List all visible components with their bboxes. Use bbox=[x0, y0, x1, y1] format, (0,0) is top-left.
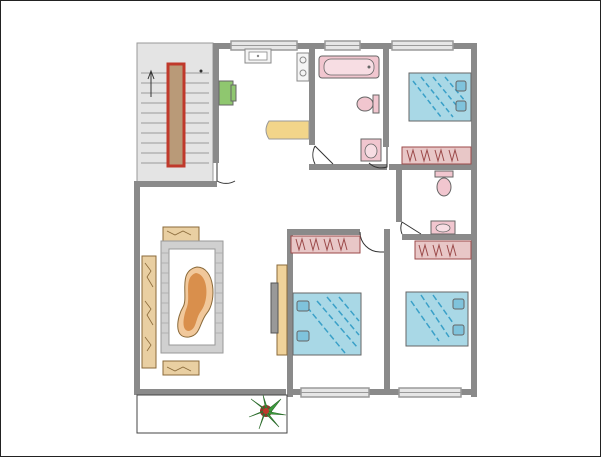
bathtub-icon bbox=[318, 55, 380, 79]
window-icon bbox=[300, 387, 370, 398]
window-icon bbox=[324, 40, 361, 51]
wall-south-living bbox=[134, 389, 286, 395]
stove-icon bbox=[296, 52, 310, 82]
wall-bath-east bbox=[383, 43, 389, 147]
bed-icon bbox=[405, 291, 469, 347]
wall-mid-bedrooms bbox=[384, 229, 390, 395]
potted-plant-icon bbox=[248, 394, 287, 430]
sofa-icon bbox=[162, 360, 200, 376]
door-swing-icon bbox=[312, 145, 334, 165]
bed-icon bbox=[292, 292, 362, 356]
washbasin-icon bbox=[244, 48, 272, 64]
wall-stair-east bbox=[213, 43, 219, 163]
door-swing-icon bbox=[368, 147, 388, 169]
wall-wc-west bbox=[396, 170, 402, 222]
doors bbox=[216, 145, 422, 253]
wall-bath-south bbox=[309, 164, 387, 170]
toilet-icon bbox=[434, 170, 454, 197]
kitchen-counter-icon bbox=[265, 120, 310, 140]
walls bbox=[134, 43, 477, 397]
door-swing-icon bbox=[216, 163, 236, 184]
wall-bed1-north bbox=[287, 229, 360, 235]
windows bbox=[230, 40, 462, 398]
wardrobe-icon bbox=[401, 146, 472, 165]
wall-east bbox=[471, 43, 477, 397]
washbasin-icon bbox=[360, 138, 382, 162]
wall-bath-west bbox=[309, 43, 315, 145]
wall-west bbox=[134, 181, 140, 395]
wall-bed1-west bbox=[287, 229, 293, 397]
wall-bed3-south bbox=[389, 164, 477, 170]
balcony bbox=[136, 394, 288, 434]
sofa-icon bbox=[141, 255, 157, 369]
window-icon bbox=[398, 387, 462, 398]
stair-rail bbox=[166, 62, 186, 168]
wardrobe-icon bbox=[414, 240, 472, 260]
wall-wc-south bbox=[402, 234, 477, 240]
toilet-icon bbox=[356, 94, 380, 114]
tv-icon bbox=[270, 264, 288, 356]
wall-stair-bottom bbox=[134, 181, 217, 187]
window-icon bbox=[391, 40, 454, 51]
wardrobe-icon bbox=[290, 235, 361, 254]
washbasin-icon bbox=[430, 220, 456, 235]
staircase-icon bbox=[136, 42, 214, 184]
sofa-icon bbox=[162, 226, 200, 242]
bed-icon bbox=[408, 72, 472, 122]
door-swing-icon bbox=[359, 231, 384, 253]
coffee-table-icon bbox=[177, 266, 214, 338]
door-swing-icon bbox=[400, 221, 422, 235]
chair-icon bbox=[218, 80, 237, 106]
